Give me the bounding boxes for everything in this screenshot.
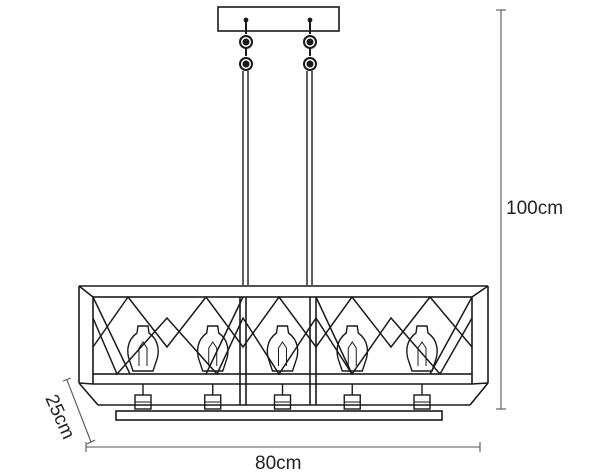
width-dimension-line [85, 442, 481, 452]
bulb [127, 325, 159, 410]
suspension-chain-right [303, 22, 317, 71]
bottom-plate [115, 410, 443, 421]
bulb [196, 325, 229, 410]
height-dimension-line [496, 9, 506, 410]
diamond-lattice [92, 295, 473, 376]
bulb [266, 325, 299, 410]
bulbs-group [127, 325, 438, 410]
lamp-frame [78, 285, 489, 406]
depth-label: 25cm [40, 391, 78, 442]
height-label: 100cm [506, 198, 563, 219]
width-label: 80cm [255, 453, 301, 474]
suspension-rods [242, 71, 313, 285]
bulb [406, 325, 438, 410]
ceiling-canopy [217, 6, 340, 32]
bulb [336, 325, 369, 410]
suspension-chain-left [239, 22, 253, 71]
depth-dimension-line [62, 377, 96, 445]
